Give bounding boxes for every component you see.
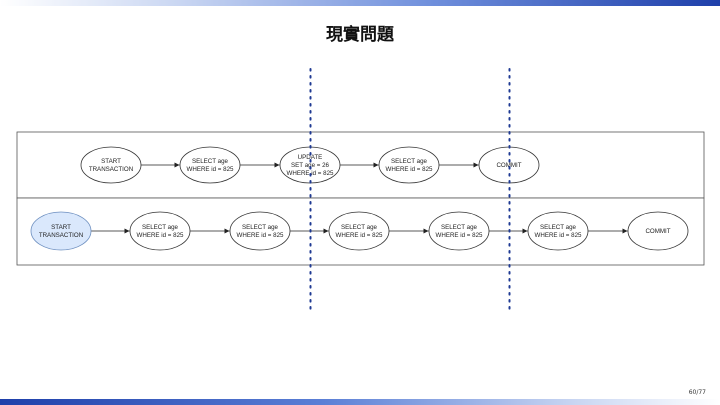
node-label-line: START [101, 158, 121, 165]
node-label-line: SELECT age [142, 224, 179, 231]
node-ellipse [328, 211, 390, 251]
node-ellipse [179, 146, 241, 184]
node-label-line: TRANSACTION [89, 166, 133, 173]
node-label-line: WHERE id = 825 [336, 232, 383, 239]
node-label-line: SELECT age [441, 224, 478, 231]
page-number: 60/77 [688, 389, 706, 396]
node-ellipse [378, 146, 440, 184]
node-label-line: WHERE id = 825 [386, 166, 433, 173]
node-label-line: SELECT age [192, 158, 229, 165]
node-label-line: WHERE id = 825 [237, 232, 284, 239]
node-label-line: WHERE id = 825 [436, 232, 483, 239]
node-label-line: SELECT age [341, 224, 378, 231]
node-label-line: UPDATE [298, 154, 323, 161]
node-label-line: WHERE id = 825 [187, 166, 234, 173]
node-label-line: SELECT age [391, 158, 428, 165]
node-label-line: COMMIT [645, 228, 670, 235]
node-label-line: SELECT age [540, 224, 577, 231]
node-ellipse [229, 211, 291, 251]
slide-title: 現實問題 [326, 25, 394, 45]
node-ellipse [627, 211, 689, 251]
top-accent-bar [0, 0, 720, 6]
node-label-line: COMMIT [496, 162, 521, 169]
node-label-line: START [51, 224, 71, 231]
node-label-line: WHERE id = 825 [535, 232, 582, 239]
node-ellipse [428, 211, 490, 251]
node-label-line: WHERE id = 825 [137, 232, 184, 239]
node-ellipse [527, 211, 589, 251]
node-ellipse [129, 211, 191, 251]
node-label-line: SELECT age [242, 224, 279, 231]
bottom-accent-bar [0, 399, 720, 405]
node-ellipse [80, 146, 142, 184]
node-ellipse [30, 211, 92, 251]
node-label-line: TRANSACTION [39, 232, 83, 239]
node-label-line: SET age = 26 [291, 162, 329, 169]
node-transaction-2-7: COMMIT [627, 211, 689, 251]
